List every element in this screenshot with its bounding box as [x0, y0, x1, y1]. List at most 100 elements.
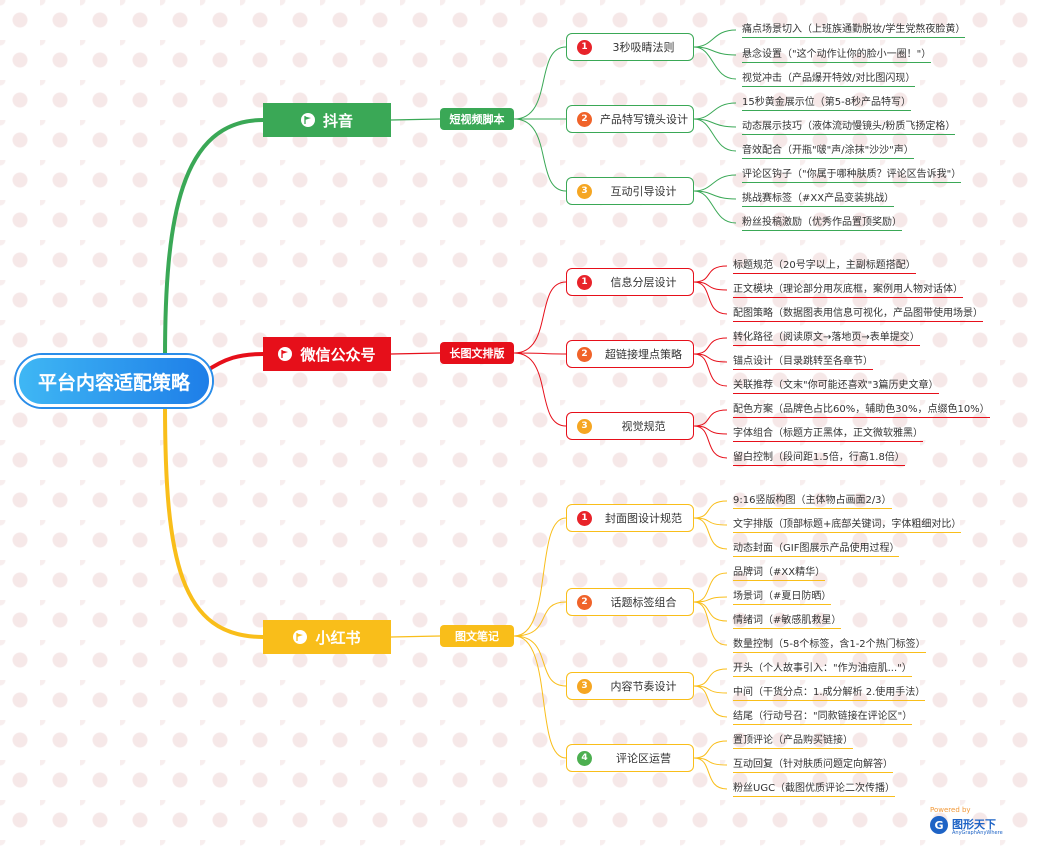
number-badge-icon: 2	[577, 346, 592, 362]
number-badge-icon: 3	[577, 418, 592, 434]
leaf-item[interactable]: 场景词（#夏日防晒）	[733, 589, 832, 605]
leaf-connector	[693, 118, 737, 152]
leaf-connector	[693, 685, 728, 718]
leaf-connector	[693, 668, 728, 687]
sub-label: 视觉规范	[621, 420, 666, 433]
leaf-item[interactable]: 留白控制（段间距1.5倍，行高1.8倍）	[733, 450, 905, 466]
category-connector	[390, 118, 441, 121]
sub-label: 信息分层设计	[610, 276, 677, 289]
number-badge-icon: 1	[577, 39, 592, 55]
leaf-item[interactable]: 开头（个人故事引入："作为油痘肌..."）	[733, 661, 912, 677]
root-node[interactable]: 平台内容适配策略	[16, 355, 212, 407]
leaf-item[interactable]: 情绪词（#敏感肌救星）	[733, 613, 842, 629]
leaf-item[interactable]: 配图策略（数据图表用信息可视化，产品图带使用场景）	[733, 306, 983, 322]
sub-label: 产品特写镜头设计	[600, 113, 688, 126]
leaf-connector	[693, 46, 737, 80]
leaf-item[interactable]: 中间（干货分点：1.成分解析 2.使用手法）	[733, 685, 926, 701]
leaf-item[interactable]: 互动回复（针对肤质问题定向解答）	[733, 757, 893, 773]
sub-node[interactable]: 3 视觉规范	[566, 412, 694, 440]
leaf-item[interactable]: 数量控制（5-8个标签，含1-2个热门标签）	[733, 637, 926, 653]
sub-label: 封面图设计规范	[605, 512, 682, 525]
platform-label: 微信公众号	[300, 345, 376, 364]
leaf-item[interactable]: 评论区钩子（"你属于哪种肤质？评论区告诉我"）	[742, 167, 962, 183]
leaf-item[interactable]: 悬念设置（"这个动作让你的脸小一圈！"）	[742, 47, 932, 63]
watermark-logo-icon: G	[930, 816, 948, 834]
category-node[interactable]: 长图文排版	[440, 342, 514, 364]
category-node[interactable]: 短视频脚本	[440, 108, 514, 130]
number-badge-icon: 1	[577, 510, 592, 526]
leaf-connector	[693, 601, 728, 622]
platform-node-2[interactable]: 微信公众号	[263, 337, 391, 371]
leaf-item[interactable]: 品牌词（#XX精华）	[733, 565, 826, 581]
leaf-connector	[693, 353, 728, 387]
platform-node-3[interactable]: 小红书	[263, 620, 391, 654]
sub-label: 互动引导设计	[610, 185, 677, 198]
leaf-connector	[693, 174, 737, 192]
leaf-item[interactable]: 锚点设计（目录跳转至各章节）	[733, 354, 873, 370]
leaf-connector	[693, 102, 737, 120]
leaf-item[interactable]: 15秒黄金展示位（第5-8秒产品特写）	[742, 95, 912, 111]
leaf-item[interactable]: 结尾（行动号召："同款链接在评论区"）	[733, 709, 913, 725]
leaf-connector	[693, 265, 728, 283]
leaf-item[interactable]: 粉丝投稿激励（优秀作品置顶奖励）	[742, 215, 902, 231]
sub-connector	[513, 635, 567, 687]
sub-connector	[513, 352, 567, 355]
sub-connector	[513, 517, 567, 637]
category-connector	[390, 635, 441, 638]
leaf-item[interactable]: 视觉冲击（产品爆开特效/对比图闪现）	[742, 71, 916, 87]
leaf-connector	[693, 29, 737, 48]
flag-icon	[293, 630, 308, 644]
leaf-item[interactable]: 痛点场景切入（上班族通勤脱妆/学生党熬夜脸黄）	[742, 22, 966, 38]
leaf-item[interactable]: 音效配合（开瓶"啵"声/涂抹"沙沙"声）	[742, 143, 914, 159]
platform-connector	[163, 403, 264, 639]
flag-icon	[300, 113, 315, 127]
leaf-item[interactable]: 配色方案（品牌色占比60%，辅助色30%，点缀色10%）	[733, 402, 990, 418]
leaf-item[interactable]: 正文模块（理论部分用灰底框，案例用人物对话体）	[733, 282, 963, 298]
leaf-connector	[693, 601, 728, 646]
root-title: 平台内容适配策略	[37, 371, 190, 394]
leaf-item[interactable]: 转化路径（阅读原文→落地页→表单提交）	[733, 330, 920, 346]
leaf-item[interactable]: 标题规范（20号字以上，主副标题搭配）	[733, 258, 916, 274]
leaf-item[interactable]: 9:16竖版构图（主体物占画面2/3）	[733, 493, 892, 509]
leaf-item[interactable]: 置顶评论（产品购买链接）	[733, 733, 853, 749]
sub-node[interactable]: 1 封面图设计规范	[566, 504, 694, 532]
leaf-item[interactable]: 字体组合（标题方正黑体，正文微软雅黑）	[733, 426, 923, 442]
platform-connector	[163, 118, 264, 359]
leaf-connector	[693, 740, 728, 759]
leaf-item[interactable]: 粉丝UGC（截图优质评论二次传播）	[733, 781, 896, 797]
number-badge-icon: 2	[577, 594, 592, 610]
leaf-item[interactable]: 挑战赛标签（#XX产品变装挑战）	[742, 191, 895, 207]
leaf-item[interactable]: 动态展示技巧（液体流动慢镜头/粉质飞扬定格）	[742, 119, 956, 135]
leaf-connector	[693, 337, 728, 355]
sub-connector	[513, 352, 567, 427]
leaf-connector	[693, 500, 728, 519]
leaf-connector	[693, 425, 728, 459]
leaf-item[interactable]: 关联推荐（文末"你可能还喜欢"3篇历史文章）	[733, 378, 939, 394]
platform-connector	[203, 352, 264, 374]
leaf-connector	[693, 517, 728, 550]
platform-node-1[interactable]: 抖音	[263, 103, 391, 137]
watermark-name: 图形天下	[952, 818, 996, 831]
sub-connector	[513, 601, 567, 637]
sub-label: 超链接埋点策略	[605, 348, 682, 361]
category-node[interactable]: 图文笔记	[440, 625, 514, 647]
platform-label: 小红书	[315, 628, 361, 647]
leaf-connector	[693, 190, 737, 224]
sub-connector	[513, 635, 567, 759]
watermark-subtitle: AnyGraphAnyWhere	[952, 830, 1003, 836]
sub-connector	[513, 46, 567, 120]
leaf-item[interactable]: 文字排版（顶部标题+底部关键词，字体粗细对比）	[733, 517, 962, 533]
sub-node[interactable]: 2 超链接埋点策略	[566, 340, 694, 368]
platform-label: 抖音	[322, 111, 353, 130]
number-badge-icon: 3	[577, 678, 592, 694]
leaf-item[interactable]: 动态封面（GIF图展示产品使用过程）	[733, 541, 900, 557]
leaf-connector	[693, 757, 728, 790]
